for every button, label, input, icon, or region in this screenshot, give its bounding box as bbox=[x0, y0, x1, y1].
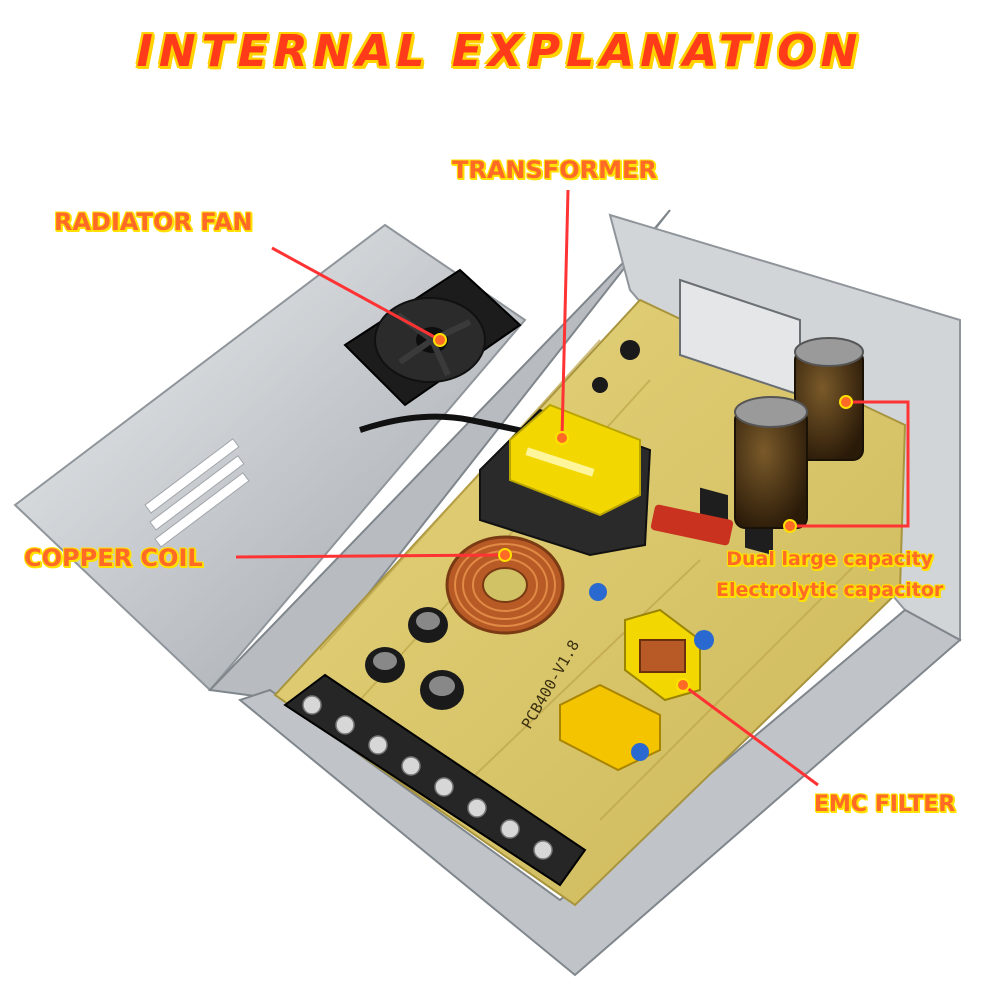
label-radiator-fan: RADIATOR FAN bbox=[54, 208, 253, 236]
label-capacitor-line2: Electrolytic capacitor bbox=[716, 579, 944, 601]
callout-line-transformer bbox=[560, 189, 570, 439]
label-transformer: TRANSFORMER bbox=[452, 156, 657, 184]
lid-vent-slots bbox=[144, 438, 250, 548]
label-capacitor-line1: Dual large capacity bbox=[726, 548, 934, 570]
label-capacitor: Dual large capacity Electrolytic capacit… bbox=[716, 544, 943, 606]
copper-coil bbox=[445, 535, 565, 635]
label-copper-coil: COPPER COIL bbox=[24, 544, 203, 572]
callout-dots bbox=[433, 333, 853, 692]
case-front-wall bbox=[237, 608, 962, 977]
emc-filter bbox=[624, 608, 701, 702]
ceramic-capacitors bbox=[589, 583, 714, 761]
callout-line-emc bbox=[682, 683, 819, 787]
callout-line-fan bbox=[271, 246, 441, 342]
page-title: INTERNAL EXPLANATION bbox=[136, 26, 864, 77]
callout-line-capacitor bbox=[790, 400, 910, 528]
label-emc-filter: EMC FILTER bbox=[814, 792, 956, 817]
transformer bbox=[479, 403, 652, 557]
callout-lines bbox=[235, 189, 910, 787]
terminal-block bbox=[283, 673, 587, 887]
small-capacitors bbox=[365, 340, 640, 710]
callout-line-coil bbox=[235, 553, 506, 559]
large-capacitors bbox=[734, 337, 864, 529]
film-capacitor bbox=[650, 504, 734, 546]
